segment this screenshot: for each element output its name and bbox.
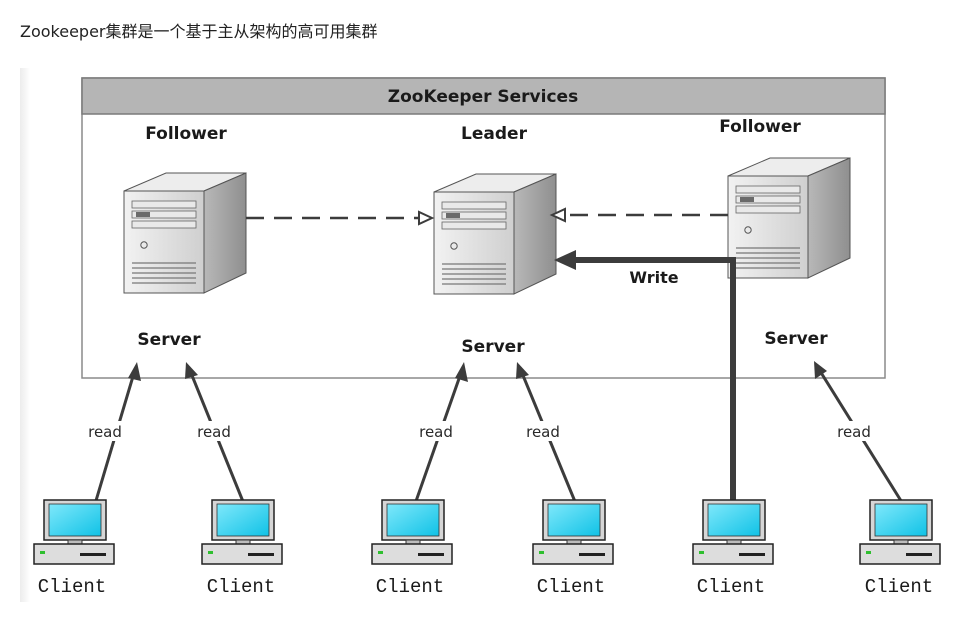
desktop-computer-icon <box>33 499 115 565</box>
read-label: read <box>88 423 122 441</box>
server-caption-right: Server <box>764 329 828 349</box>
server-tower-icon <box>727 157 851 279</box>
desktop-computer-icon <box>371 499 453 565</box>
client-label: Client <box>697 576 765 598</box>
desktop-computer-icon <box>532 499 614 565</box>
client-label: Client <box>376 576 444 598</box>
service-header-band <box>81 77 886 115</box>
desktop-computer-icon <box>859 499 941 565</box>
desktop-computer-icon <box>692 499 774 565</box>
client-label: Client <box>207 576 275 598</box>
sync-arrow-left-to-leader <box>246 210 435 226</box>
read-label: read <box>419 423 453 441</box>
figure-shadow-edge <box>20 68 30 602</box>
desktop-computer-icon <box>201 499 283 565</box>
server-role-follower-right: Follower <box>719 117 801 137</box>
write-label: Write <box>629 268 678 287</box>
ensemble-title: ZooKeeper Services <box>388 87 578 107</box>
client-label: Client <box>865 576 933 598</box>
sync-arrow-right-to-leader <box>549 207 728 223</box>
client-label: Client <box>537 576 605 598</box>
server-role-leader: Leader <box>461 124 528 144</box>
server-caption-leader: Server <box>461 337 525 357</box>
server-tower-icon <box>123 172 247 294</box>
read-label: read <box>526 423 560 441</box>
read-label: read <box>197 423 231 441</box>
page-title: Zookeeper集群是一个基于主从架构的高可用集群 <box>20 22 378 41</box>
read-label: read <box>837 423 871 441</box>
server-role-follower-left: Follower <box>145 124 227 144</box>
write-arrow <box>554 250 736 504</box>
server-caption-left: Server <box>137 330 201 350</box>
server-tower-icon <box>433 173 557 295</box>
zookeeper-architecture-diagram: ZooKeeper Services Follower Leader Follo… <box>20 68 950 602</box>
client-label: Client <box>38 576 106 598</box>
